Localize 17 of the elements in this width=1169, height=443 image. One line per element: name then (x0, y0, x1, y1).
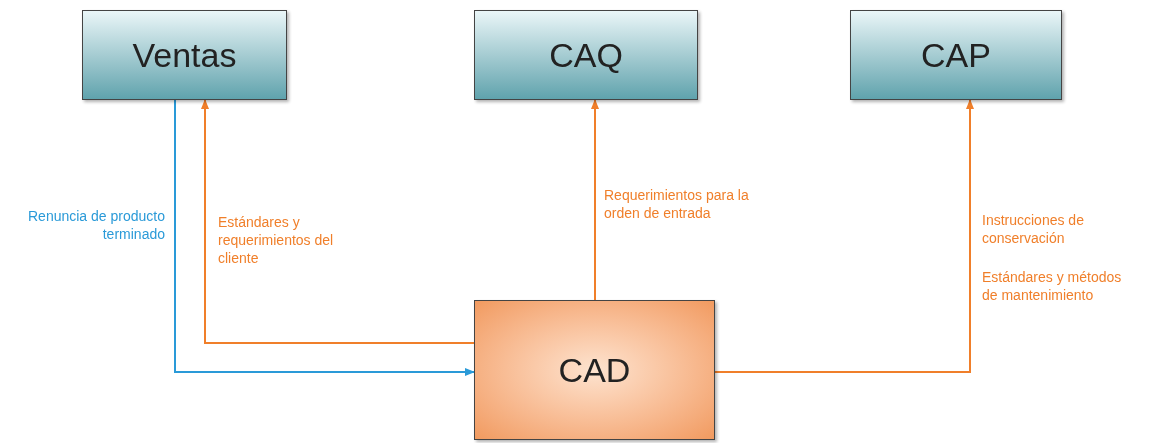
box-label: CAD (558, 349, 631, 391)
edge-label: Estándares y requerimientos del cliente (218, 213, 335, 267)
edge-label: Renuncia de producto terminado (27, 207, 165, 243)
arrow (174, 99, 475, 376)
process-box (850, 10, 1062, 100)
process-box (82, 10, 287, 100)
process-box (474, 10, 698, 100)
box-label: CAP (921, 34, 991, 76)
arrow (714, 99, 974, 373)
process-box (474, 300, 715, 440)
box-label: CAQ (549, 34, 623, 76)
edge-label: Requerimientos para la orden de entrada (604, 186, 750, 222)
arrow (201, 99, 475, 344)
edge-label: Instrucciones de conservación (982, 211, 1085, 247)
box-label: Ventas (132, 34, 237, 76)
arrow (591, 99, 599, 301)
note-label: Estándares y métodos de mantenimiento (982, 268, 1123, 304)
